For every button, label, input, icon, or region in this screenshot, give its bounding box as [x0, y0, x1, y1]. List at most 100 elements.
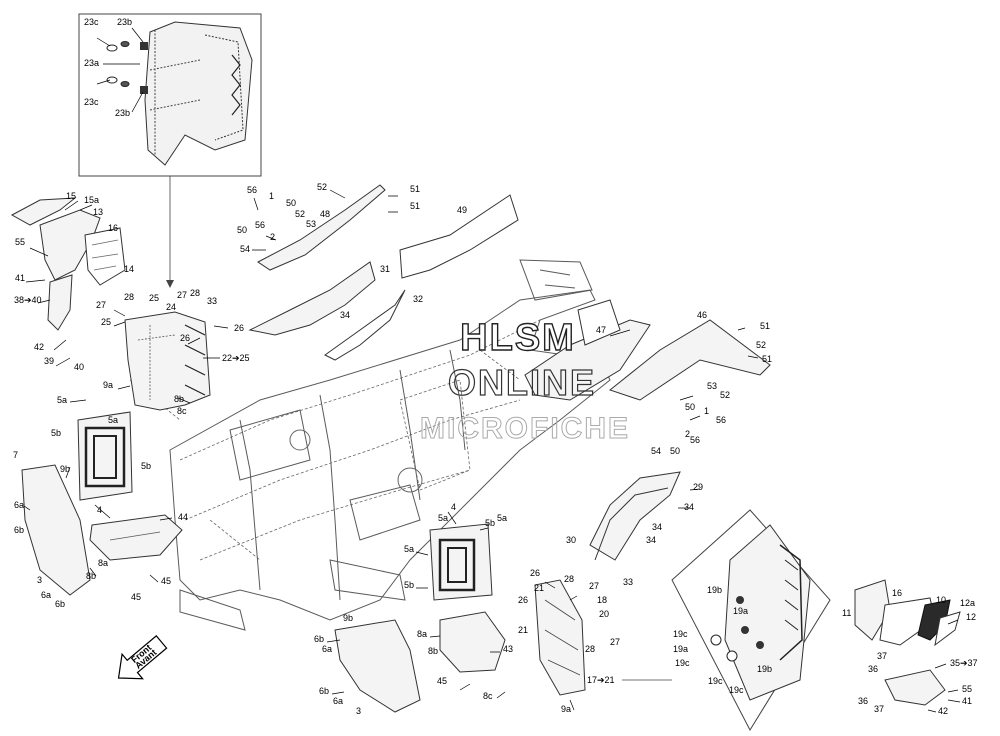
callout-label: 15a — [84, 195, 99, 205]
callout-label: 13 — [93, 207, 103, 217]
watermark-line2: ONLINE — [448, 362, 596, 403]
callout-label: 26 — [234, 323, 244, 333]
callout-label: 8c — [177, 406, 187, 416]
callout-label: 5a — [108, 415, 118, 425]
callout-label: 19a — [673, 644, 688, 654]
callout-label: 43 — [503, 644, 513, 654]
callout-label: 56 — [255, 220, 265, 230]
upper-center-parts — [248, 184, 771, 561]
callout-label: 28 — [124, 292, 134, 302]
callout-label: 39 — [44, 356, 54, 366]
callout-label: 19b — [757, 664, 772, 674]
callout-label: 10 — [936, 595, 946, 605]
callout-label: 40 — [74, 362, 84, 372]
callout-label: 6b — [319, 686, 329, 696]
callout-label: 27 — [589, 581, 599, 591]
callout-label: 52 — [295, 209, 305, 219]
callout-label: 52 — [317, 182, 327, 192]
callout-label: 9a — [103, 380, 113, 390]
callout-label: 7 — [13, 450, 18, 460]
leader-lines — [23, 189, 961, 713]
callout-label: 23a — [84, 58, 99, 68]
callout-label: 30 — [566, 535, 576, 545]
callout-label: 4 — [451, 502, 456, 512]
callout-label: 42 — [34, 342, 44, 352]
callout-label: 5a — [497, 513, 507, 523]
callout-label: 47 — [596, 325, 606, 335]
front-direction-badge: Front Avant — [117, 635, 168, 680]
callout-label: 31 — [380, 264, 390, 274]
callout-label: 33 — [207, 296, 217, 306]
callout-label: 50 — [685, 402, 695, 412]
callout-label: 48 — [320, 209, 330, 219]
callout-label: 23c — [84, 97, 99, 107]
callout-label: 45 — [437, 676, 447, 686]
callout-label: 23c — [84, 17, 99, 27]
callout-label: 16 — [108, 223, 118, 233]
callout-label: 44 — [178, 512, 188, 522]
callout-label: 8c — [483, 691, 493, 701]
callout-label: 38➔40 — [14, 295, 42, 305]
callout-label: 1 — [704, 406, 709, 416]
callout-label: 20 — [599, 609, 609, 619]
callout-label: 8b — [428, 646, 438, 656]
callout-label: 45 — [161, 576, 171, 586]
callout-label: 4 — [97, 505, 102, 515]
callout-label: 6a — [322, 644, 332, 654]
callout-label: 51 — [762, 354, 772, 364]
callout-label: 2 — [270, 232, 275, 242]
callout-label: 6b — [55, 599, 65, 609]
callout-label: 56 — [247, 185, 257, 195]
callout-label: 12a — [960, 598, 975, 608]
callout-label: 3 — [37, 575, 42, 585]
callout-label: 36 — [868, 664, 878, 674]
callout-label: 54 — [240, 244, 250, 254]
callout-label: 27 — [96, 300, 106, 310]
top-inset-frame-detail — [78, 13, 262, 177]
callout-label: 2 — [685, 429, 690, 439]
callout-label: 6a — [41, 590, 51, 600]
callout-label: 16 — [892, 588, 902, 598]
callout-label: 25 — [149, 293, 159, 303]
callout-label: 55 — [15, 237, 25, 247]
callout-label: 6a — [14, 500, 24, 510]
callout-label: 5b — [485, 518, 495, 528]
callout-label: 37 — [877, 651, 887, 661]
callout-label: 6b — [14, 525, 24, 535]
callout-label: 35➔37 — [950, 658, 978, 668]
callout-label: 45 — [131, 592, 141, 602]
right-inset-detail — [671, 509, 831, 732]
callout-label: 8a — [417, 629, 427, 639]
callout-label: 19c — [673, 629, 688, 639]
watermark: HLSM ONLINE MICROFICHE — [420, 316, 629, 445]
callout-label: 5b — [141, 461, 151, 471]
callout-label: 51 — [410, 201, 420, 211]
callout-label: 53 — [306, 219, 316, 229]
callout-label: 27 — [177, 290, 187, 300]
callout-label: 29 — [693, 482, 703, 492]
callout-label: 23b — [115, 108, 130, 118]
callout-label: 41 — [962, 696, 972, 706]
callout-label: 21 — [534, 583, 544, 593]
callout-label: 9b — [343, 613, 353, 623]
callout-label: 5a — [57, 395, 67, 405]
lower-center-parts — [334, 299, 621, 713]
callout-label: 56 — [690, 435, 700, 445]
callout-label: 5a — [438, 513, 448, 523]
callout-label: 26 — [530, 568, 540, 578]
callout-label: 53 — [707, 381, 717, 391]
callout-label: 19c — [729, 685, 744, 695]
callout-label: 46 — [697, 310, 707, 320]
callout-label: 1 — [269, 191, 274, 201]
callout-label: 51 — [410, 184, 420, 194]
callout-label: 32 — [413, 294, 423, 304]
callout-label: 6b — [314, 634, 324, 644]
callout-label: 5a — [404, 544, 414, 554]
callout-label: 3 — [356, 706, 361, 716]
callout-label: 34 — [646, 535, 656, 545]
callout-label: 23b — [117, 17, 132, 27]
callout-label: 22➔25 — [222, 353, 250, 363]
left-parts — [10, 197, 211, 596]
callout-label: 25 — [101, 317, 111, 327]
